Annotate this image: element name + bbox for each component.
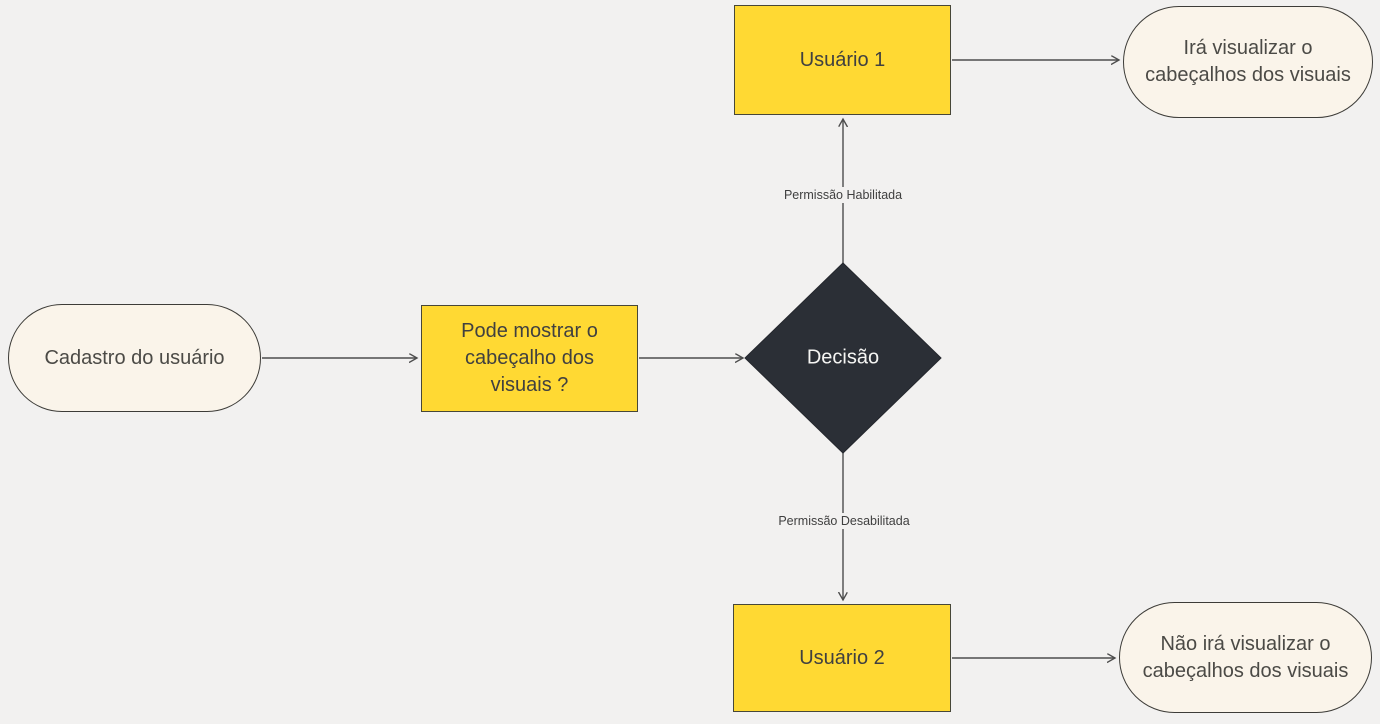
result-yes-node-label: Irá visualizar o cabeçalhos dos visuais <box>1145 37 1351 86</box>
edge-label-permission-enabled: Permissão Habilitada <box>780 187 906 203</box>
result-yes-node[interactable]: Irá visualizar o cabeçalhos dos visuais <box>1123 6 1373 118</box>
user1-node[interactable]: Usuário 1 <box>734 5 951 115</box>
user1-node-label: Usuário 1 <box>799 48 886 71</box>
result-no-node[interactable]: Não irá visualizar o cabeçalhos dos visu… <box>1119 602 1372 713</box>
decision-node-label: Decisão <box>806 346 880 369</box>
start-node[interactable]: Cadastro do usuário <box>8 304 261 412</box>
start-node-label: Cadastro do usuário <box>44 346 225 369</box>
result-no-node-label: Não irá visualizar o cabeçalhos dos visu… <box>1142 632 1349 682</box>
question-node-label: Pode mostrar o cabeçalho dos visuais ? <box>461 320 598 396</box>
decision-node-shape[interactable] <box>744 262 942 454</box>
question-node[interactable]: Pode mostrar o cabeçalho dos visuais ? <box>421 305 638 412</box>
user2-node[interactable]: Usuário 2 <box>733 604 951 712</box>
user2-node-label: Usuário 2 <box>799 646 885 669</box>
edge-label-permission-disabled: Permissão Desabilitada <box>775 513 913 529</box>
